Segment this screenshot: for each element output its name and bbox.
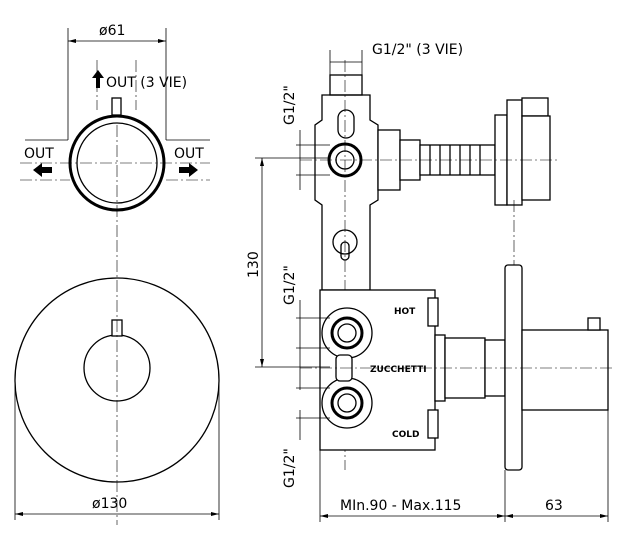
top-diameter-label: ø61 [99,23,125,39]
arrow-left-icon [33,163,52,177]
height-label: 130 [246,251,262,278]
front-view: ø130 [14,240,220,525]
brand-label: ZUCCHETTI [370,365,427,375]
hot-label: HOT [394,307,416,317]
side-view: G1/2" (3 VIE) HOT ZUCCHETTI COLD [246,42,615,522]
arrow-up-icon [92,70,104,88]
top-connection-label: G1/2" (3 VIE) [372,42,463,58]
arrow-right-icon [179,163,198,177]
top-view: ø61 OUT (3 VIE) OUT OUT [20,23,210,240]
g-lower-label: G1/2" [282,448,298,488]
out-left-label: OUT [24,146,54,162]
front-diameter-label: ø130 [92,496,127,512]
handle-depth-label: 63 [545,498,563,514]
g-upper-label: G1/2" [282,85,298,125]
out-up-label: OUT (3 VIE) [106,75,187,91]
depth-label: MIn.90 - Max.115 [340,498,461,514]
out-right-label: OUT [174,146,204,162]
cold-label: COLD [392,430,419,440]
g-middle-label: G1/2" [282,265,298,305]
